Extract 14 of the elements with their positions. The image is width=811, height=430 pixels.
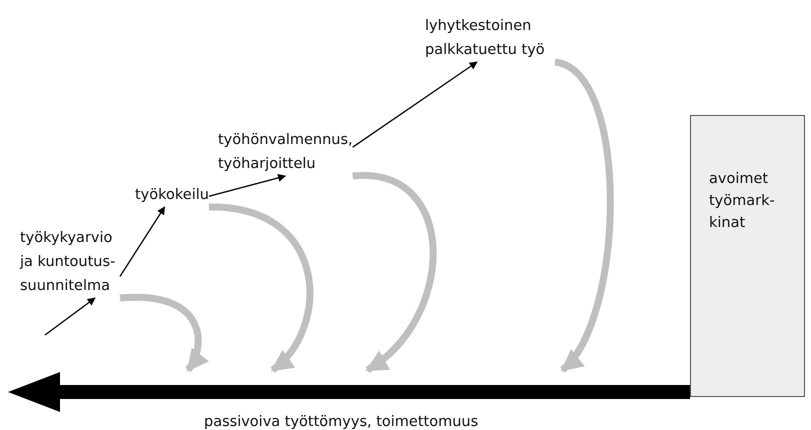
curved-arrow <box>120 294 208 372</box>
step-label: työkokeilu <box>135 183 265 223</box>
step-label: lyhytkestoinen palkkatuettu työ <box>425 14 555 73</box>
arrow <box>119 206 166 277</box>
box-label: avoimet työmark-kinat <box>709 170 776 233</box>
arrow <box>208 174 286 197</box>
curved-arrow <box>554 58 614 372</box>
curved-arrow <box>208 204 314 373</box>
arrow-caption: passivoiva työttömyys, toimettomuus <box>204 414 478 430</box>
step-label: työkykyarvio ja kuntoutus-suunnitelma <box>20 226 150 302</box>
curved-arrow <box>352 172 437 373</box>
arrow <box>44 297 96 336</box>
market-box <box>690 115 805 397</box>
arrow <box>352 61 478 148</box>
